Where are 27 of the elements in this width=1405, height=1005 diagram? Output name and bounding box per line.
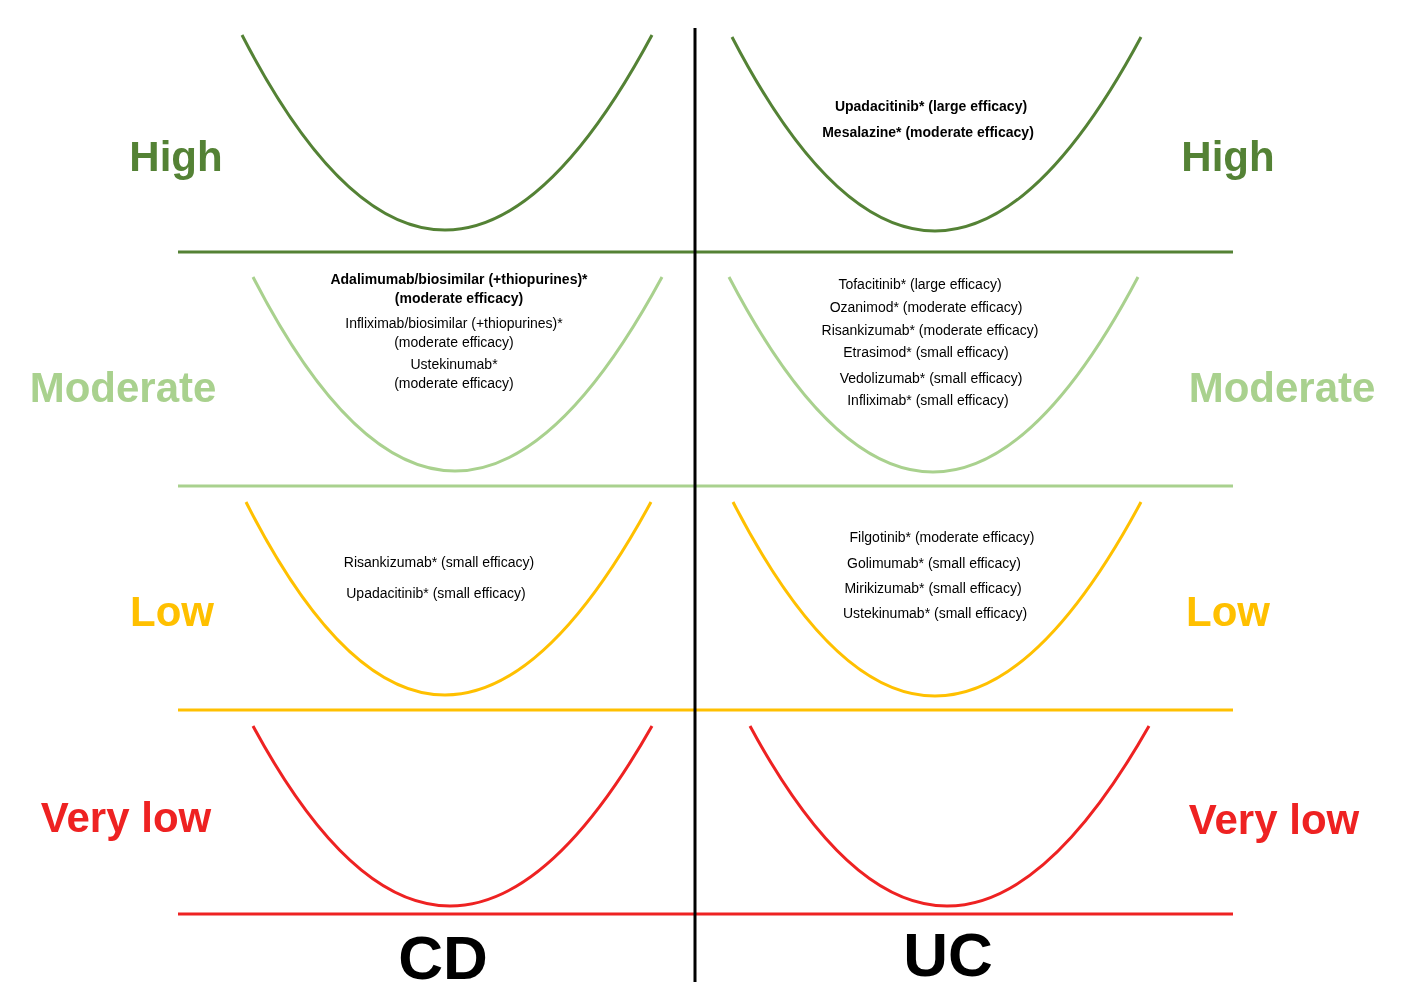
drug-label: Upadacitinib* (large efficacy) (834, 96, 1028, 116)
disease-label: UC (903, 922, 993, 988)
disease-label: CD (398, 925, 488, 991)
drug-label: Filgotinib* (moderate efficacy) (849, 527, 1035, 547)
drug-label: Ozanimod* (moderate efficacy) (829, 297, 1023, 317)
drug-label: Mesalazine* (moderate efficacy) (822, 122, 1034, 142)
drug-label: Mirikizumab* (small efficacy) (844, 578, 1022, 598)
level-label: Very low (40, 794, 212, 842)
drug-label: Risankizumab* (moderate efficacy) (821, 320, 1039, 340)
drug-label: Risankizumab* (small efficacy) (343, 552, 535, 572)
level-label: Moderate (29, 364, 217, 412)
drug-label: Golimumab* (small efficacy) (847, 553, 1021, 573)
level-label: Very low (1188, 796, 1360, 844)
level-label: Moderate (1188, 364, 1376, 412)
drug-label: Infliximab* (small efficacy) (847, 390, 1009, 410)
level-label: Low (130, 588, 214, 636)
level-label: High (1181, 133, 1275, 181)
drug-label: Ustekinumab* (moderate efficacy) (393, 355, 515, 393)
level-label: Low (1186, 588, 1270, 636)
level-label: High (129, 133, 223, 181)
drug-label: Upadacitinib* (small efficacy) (346, 583, 526, 603)
drug-label: Vedolizumab* (small efficacy) (839, 368, 1023, 388)
drug-label: Infliximab/biosimilar (+thiopurines)* (moderate efficacy) (344, 314, 564, 352)
drug-label: Tofacitinib* (large efficacy) (838, 274, 1002, 294)
drug-label: Etrasimod* (small efficacy) (843, 342, 1009, 362)
drug-label: Ustekinumab* (small efficacy) (842, 603, 1028, 623)
drug-label: Adalimumab/biosimilar (+thiopurines)* (moderate efficacy) (329, 270, 589, 308)
